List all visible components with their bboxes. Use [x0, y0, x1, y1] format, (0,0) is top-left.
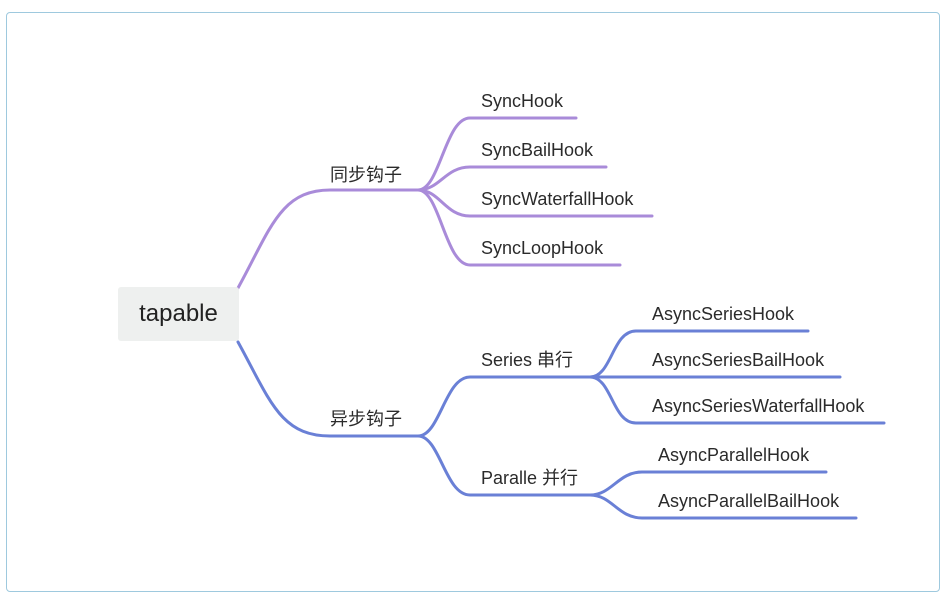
asyncserieshook-node[interactable]: AsyncSeriesHook	[652, 304, 795, 324]
series-node[interactable]: Series 串行	[481, 350, 574, 370]
syncwaterfallhook-node[interactable]: SyncWaterfallHook	[481, 189, 634, 209]
edge-sync-synchook	[416, 116, 578, 192]
synchook-node[interactable]: SyncHook	[481, 91, 564, 111]
edge-parallel-asyncparallelhook	[588, 470, 828, 497]
edge-root-async	[236, 340, 420, 438]
syncloophook-node[interactable]: SyncLoopHook	[481, 238, 604, 258]
asyncparallelhook-node[interactable]: AsyncParallelHook	[658, 445, 810, 465]
syncbailhook-node[interactable]: SyncBailHook	[481, 140, 594, 160]
asyncparallelbailhook-node[interactable]: AsyncParallelBailHook	[658, 491, 840, 511]
async-hooks-node[interactable]: 异步钩子	[330, 409, 402, 429]
edge-async-parallel	[416, 434, 592, 497]
edge-series-asyncserieswaterfallhook	[588, 375, 886, 425]
edge-parallel-asyncparallelbailhook	[588, 493, 858, 520]
asyncseriesbailhook-node[interactable]: AsyncSeriesBailHook	[652, 350, 825, 370]
edge-sync-syncbailhook	[416, 165, 608, 192]
edge-async-series	[416, 375, 592, 438]
root-label: tapable	[139, 300, 218, 327]
sync-hooks-node[interactable]: 同步钩子	[330, 165, 402, 185]
parallel-node[interactable]: Paralle 并行	[481, 468, 579, 488]
edge-root-sync	[236, 188, 420, 290]
asyncserieswaterfallhook-node[interactable]: AsyncSeriesWaterfallHook	[652, 396, 865, 416]
edge-series-asyncserieshook	[588, 329, 810, 379]
root-node[interactable]: tapable	[118, 287, 239, 341]
edge-sync-syncloophook	[416, 188, 622, 267]
